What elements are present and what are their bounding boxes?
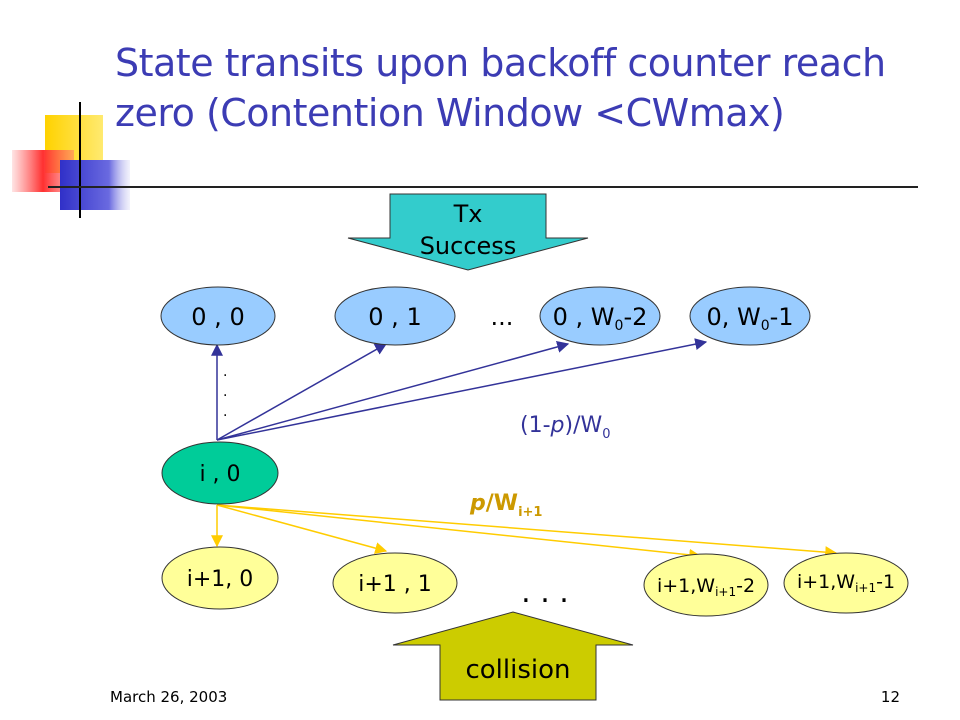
slide-number: 12 [880, 688, 900, 706]
title-line-1: State transits upon backoff counter reac… [115, 41, 886, 85]
state-0-1: 0 , 1 [334, 286, 456, 346]
state-i1-0-label: i+1, 0 [187, 567, 254, 592]
svg-text:0, W0-1: 0, W0-1 [706, 303, 793, 334]
state-0-w0-2-sub: 0 [615, 318, 624, 334]
state-0-0-label: 0 , 0 [191, 303, 244, 331]
svg-text:i+1,Wi+1-1: i+1,Wi+1-1 [797, 571, 895, 595]
tx-success-label-line2: Success [420, 232, 517, 260]
slide-title: State transits upon backoff counter reac… [115, 38, 935, 138]
collision-arrow: collision [392, 611, 634, 701]
svg-text:0 , W0-2: 0 , W0-2 [553, 303, 648, 334]
arrow-to-0-1 [216, 343, 388, 441]
state-i-0-label: i , 0 [199, 462, 240, 487]
state-i1-w-2-suffix: -2 [736, 575, 755, 597]
state-0-w0-1-prefix: 0, W [706, 303, 760, 331]
state-i1-1: i+1 , 1 [332, 552, 458, 614]
success-probability-label: (1-p)/W0 [520, 413, 611, 442]
footer-date: March 26, 2003 [110, 688, 228, 706]
slide-decoration [12, 102, 130, 218]
arrow-to-i1-1 [216, 504, 388, 554]
tx-success-arrow: Tx Success [347, 193, 589, 271]
title-line-2: zero (Contention Window <CWmax) [115, 91, 785, 135]
collision-transitions [211, 504, 838, 561]
state-i-0: i , 0 [161, 441, 279, 505]
state-i1-w-1: i+1,Wi+1-1 [783, 552, 909, 614]
state-i1-w-1-prefix: i+1,W [797, 571, 855, 593]
state-0-w0-1: 0, W0-1 [689, 286, 811, 346]
arrow-to-0-w0-1 [216, 338, 708, 441]
state-0-w0-1-suffix: -1 [770, 303, 794, 331]
state-i1-1-label: i+1 , 1 [358, 572, 432, 597]
state-0-w0-2: 0 , W0-2 [539, 286, 661, 346]
deco-blue-square [60, 160, 130, 210]
state-i1-w-1-sub: i+1 [855, 581, 876, 595]
state-i1-w-2: i+1,Wi+1-2 [643, 553, 769, 617]
state-i1-0: i+1, 0 [161, 546, 279, 610]
arrow-to-i1-w-1 [216, 504, 838, 559]
vertical-ellipsis-dots-3: . [223, 404, 227, 420]
bottom-ellipsis: . . . [521, 575, 569, 610]
svg-text:i+1,Wi+1-2: i+1,Wi+1-2 [657, 575, 755, 599]
state-0-0: 0 , 0 [160, 286, 276, 346]
state-i1-w-1-suffix: -1 [876, 571, 895, 593]
state-i1-w-2-sub: i+1 [715, 585, 736, 599]
state-0-w0-2-suffix: -2 [623, 303, 647, 331]
vertical-ellipsis-dots: . [223, 364, 227, 380]
success-transitions [211, 338, 708, 441]
arrow-to-i1-w-2 [216, 504, 702, 561]
state-0-w0-1-sub: 0 [761, 318, 770, 334]
top-ellipsis: ... [491, 303, 514, 331]
arrow-to-0-w0-2 [216, 341, 570, 441]
collision-label: collision [465, 655, 570, 685]
title-underline [48, 186, 918, 188]
state-i1-w-2-prefix: i+1,W [657, 575, 715, 597]
collision-probability-label: p/Wi+1 [469, 491, 542, 520]
tx-success-label-line1: Tx [453, 200, 483, 228]
state-0-w0-2-prefix: 0 , W [553, 303, 615, 331]
state-0-1-label: 0 , 1 [368, 303, 421, 331]
vertical-ellipsis-dots-2: . [223, 384, 227, 400]
